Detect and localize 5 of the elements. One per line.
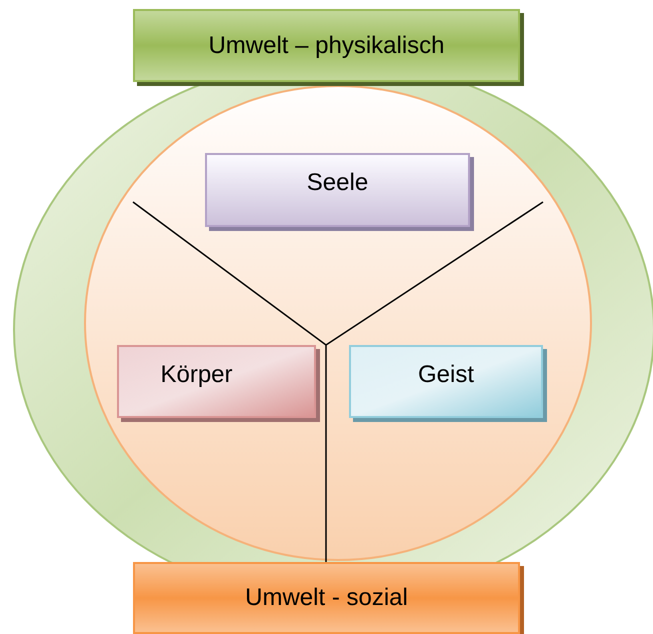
box-label: Geist <box>418 360 474 388</box>
box-label: Umwelt – physikalisch <box>208 32 445 60</box>
box-label: Seele <box>306 169 368 197</box>
box-label: Körper <box>160 360 233 388</box>
box-label: Umwelt - sozial <box>245 584 408 612</box>
